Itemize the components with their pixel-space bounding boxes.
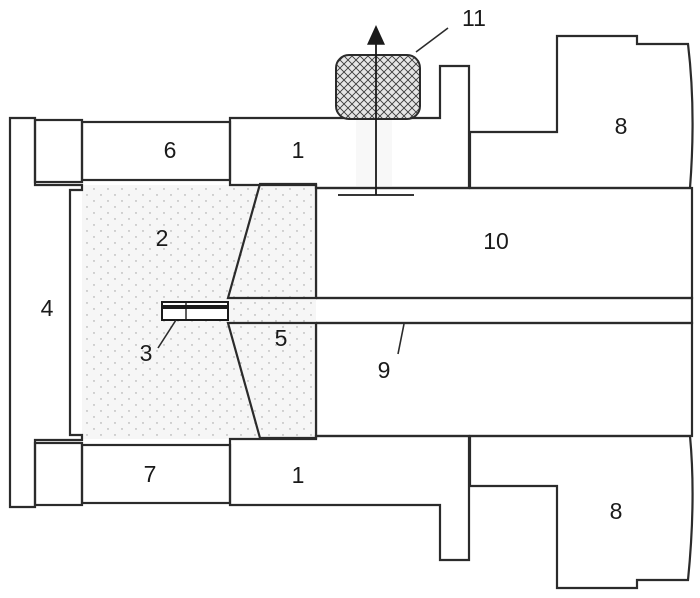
- sensor-part-11: [335, 54, 421, 120]
- leader-line-3: [157, 319, 177, 349]
- insulator-part-6: [80, 120, 232, 182]
- label-part-8-top: 8: [615, 113, 628, 139]
- housing-part-8-top: [468, 34, 694, 190]
- nozzle-part-3: [161, 301, 229, 321]
- label-part-1-bottom: 1: [292, 462, 305, 488]
- label-part-11: 11: [462, 5, 486, 31]
- end-plate-part-4: [8, 116, 84, 509]
- end-block-bottom: [33, 441, 84, 507]
- label-part-4: 4: [41, 295, 54, 321]
- leader-line-9: [397, 323, 405, 355]
- flange-part-1-bottom: [228, 434, 471, 562]
- leader-line-11: [415, 27, 449, 53]
- label-part-6: 6: [164, 137, 177, 163]
- probe-channel: [356, 120, 392, 186]
- cone-part-5-lower: [226, 321, 318, 440]
- end-block-top: [33, 118, 84, 184]
- label-part-7: 7: [144, 461, 157, 487]
- nozzle-part-3-inner: [162, 305, 228, 309]
- label-part-10: 10: [483, 228, 509, 254]
- label-part-8-bottom: 8: [610, 498, 623, 524]
- housing-part-8-bottom: [468, 434, 694, 590]
- label-part-9: 9: [378, 357, 391, 383]
- label-part-2: 2: [156, 225, 169, 251]
- label-part-3: 3: [140, 340, 153, 366]
- bore-region-10-lower: [314, 321, 694, 438]
- label-part-1-top: 1: [292, 137, 305, 163]
- cone-part-5-upper: [226, 182, 318, 300]
- label-part-5: 5: [275, 325, 288, 351]
